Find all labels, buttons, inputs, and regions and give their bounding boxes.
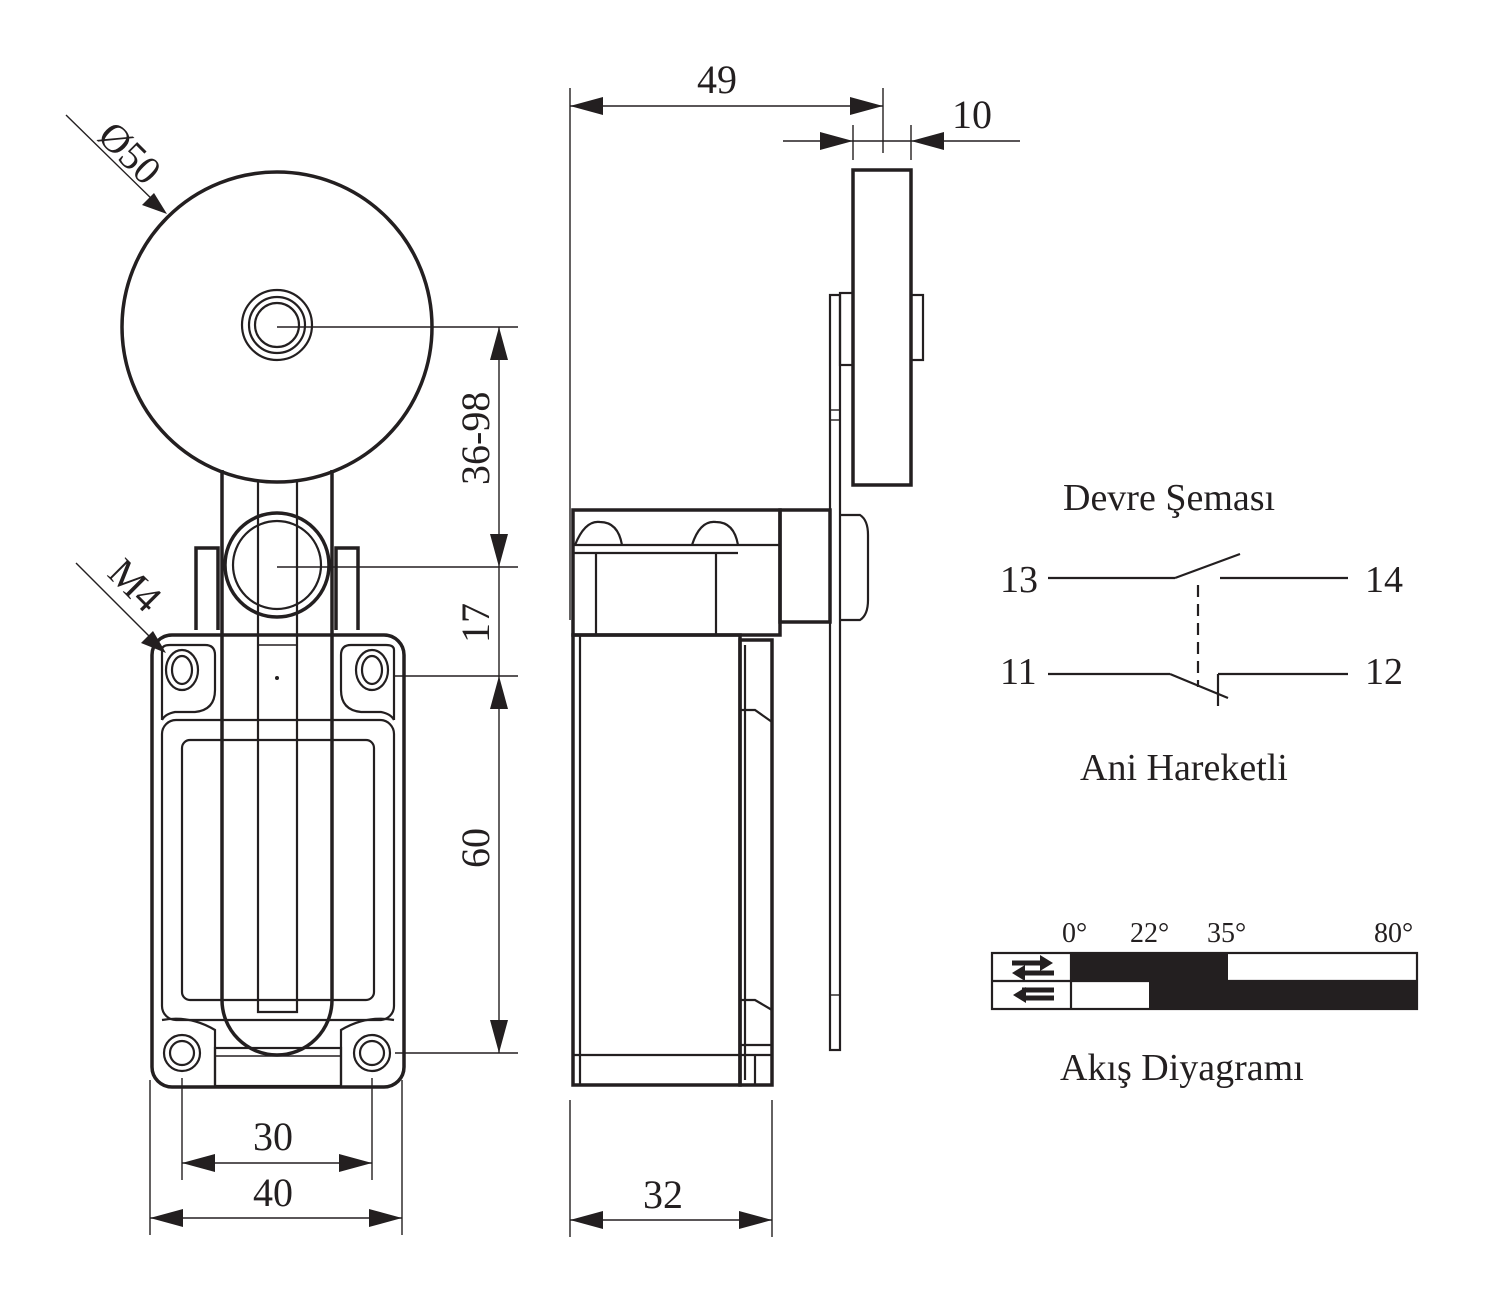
terminal-14: 14: [1365, 559, 1403, 601]
angle-label-0: 0°: [1062, 918, 1087, 949]
shaft: [778, 508, 832, 624]
travel-title: Akış Diyagramı: [1060, 1047, 1304, 1089]
lever-slot: [256, 482, 299, 1014]
thread-label: M4: [100, 550, 171, 621]
mount-hole-br: [352, 1033, 392, 1073]
angle-label-35: 35°: [1207, 918, 1246, 949]
roller-width-label: 10: [952, 92, 992, 137]
side-view: 49 10 32: [569, 57, 1020, 1237]
hole-spacing-h-label: 30: [253, 1114, 293, 1159]
travel-diagram: 0° 22° 35° 80° Akış Diyagramı: [990, 918, 1419, 1089]
base-plate: [213, 1046, 343, 1088]
hole-spacing-v-label: 60: [453, 828, 498, 868]
front-view: Ø50 M4 36-98 17 60 30 40: [65, 113, 518, 1235]
roller-hub-outer: [240, 288, 314, 362]
nc-contact-bar: [1149, 981, 1417, 1009]
circuit-caption: Ani Hareketli: [1080, 747, 1288, 789]
overall-depth-label: 49: [697, 57, 737, 102]
mount-hole-bl: [162, 1033, 202, 1073]
terminal-11: 11: [1000, 651, 1037, 693]
angle-label-80: 80°: [1374, 918, 1413, 949]
head: [571, 508, 782, 637]
terminal-13: 13: [1000, 559, 1038, 601]
body-depth-label: 32: [643, 1172, 683, 1217]
housing-window: [180, 738, 376, 1002]
body-width-label: 40: [253, 1170, 293, 1215]
pivot-offset-label: 17: [453, 603, 498, 643]
angle-label-22: 22°: [1130, 918, 1169, 949]
terminal-12: 12: [1365, 651, 1403, 693]
roller-diameter-label: Ø50: [90, 113, 171, 194]
pivot-outer: [223, 511, 331, 619]
circuit-diagram: Devre Şeması 13 14 11 12 Ani Hareketli: [1000, 477, 1403, 789]
mount-hole-tl: [164, 648, 200, 692]
housing-inner-frame: [160, 718, 396, 1022]
pivot-inner: [231, 519, 323, 611]
roller-hub-inner: [253, 301, 301, 349]
lever-plate: [828, 293, 842, 1052]
roller-hub-mid: [247, 295, 307, 355]
direction-arrows-icon: [1012, 955, 1054, 1003]
body-side: [571, 633, 742, 1087]
no-contact-bar: [1071, 953, 1228, 981]
lever-length-label: 36-98: [453, 392, 498, 485]
mount-hole-tr: [354, 648, 390, 692]
circuit-title: Devre Şeması: [1063, 477, 1275, 519]
lever-arm: [220, 470, 334, 1057]
roller-side: [851, 168, 913, 487]
